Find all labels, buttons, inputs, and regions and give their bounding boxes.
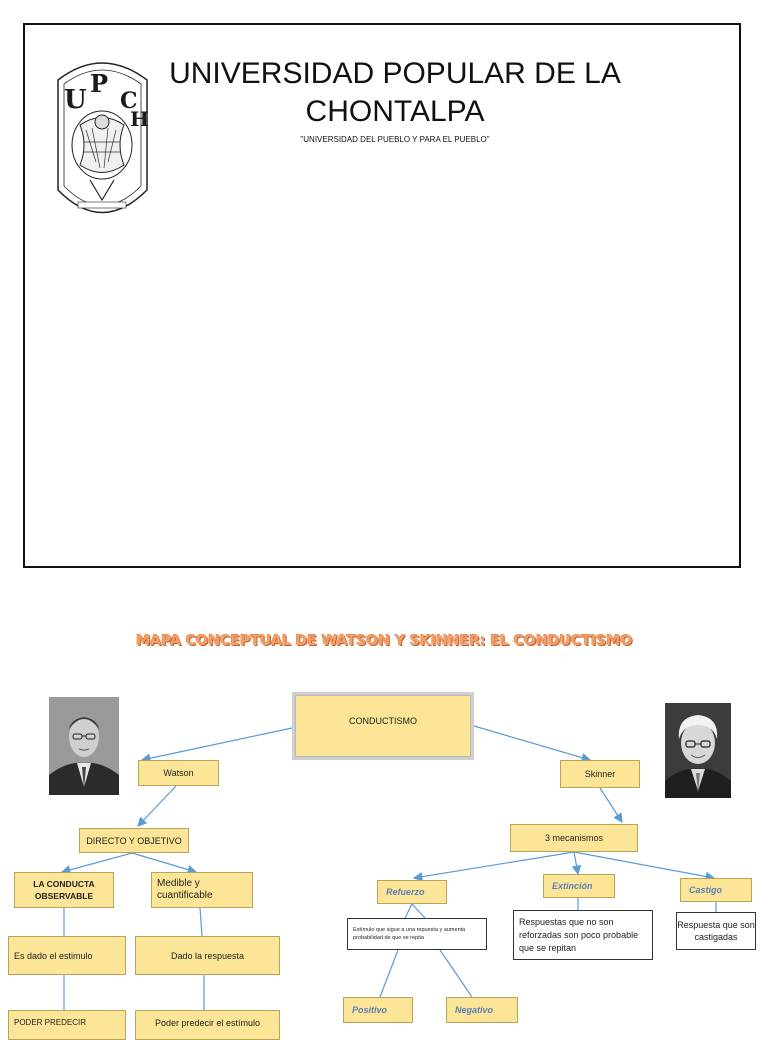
- seal-letter-p: P: [90, 69, 108, 98]
- link-watson-directo: [137, 785, 177, 827]
- concept-map-title: MAPA CONCEPTUAL DE WATSON Y SKINNER: EL …: [135, 633, 633, 649]
- node-extincion: Extinción: [543, 874, 615, 898]
- node-poder-predecir: PODER PREDECIR: [8, 1010, 126, 1040]
- node-watson: Watson: [138, 760, 219, 786]
- node-poder-predecir-estimulo: Poder predecir el estímulo: [135, 1010, 280, 1040]
- node-conductismo: CONDUCTISMO: [292, 692, 474, 760]
- link-def-negativo: [439, 949, 473, 998]
- seal-letter-u: U: [64, 85, 87, 115]
- university-title-line2: CHONTALPA: [305, 95, 485, 128]
- university-title-line1: UNIVERSIDAD POPULAR DE LA: [169, 57, 621, 90]
- university-title: UNIVERSIDAD POPULAR DE LA CHONTALPA: [155, 55, 635, 131]
- node-dado-respuesta: Dado la respuesta: [135, 936, 280, 975]
- link-refuerzo-def-right: [411, 903, 426, 919]
- node-castigo: Castigo: [680, 878, 752, 902]
- watson-portrait-photo: [49, 697, 119, 795]
- node-refuerzo-definicion: Estímulo que sigue a una repuesta y aume…: [347, 918, 487, 950]
- node-medible-cuantificable: Medible y cuantificable: [151, 872, 253, 908]
- link-directo-medible: [131, 852, 198, 875]
- link-skinner-mecanismos: [599, 787, 623, 824]
- node-dado-estimulo: Es dado el estimulo: [8, 936, 126, 975]
- link-directo-conducta: [60, 852, 133, 875]
- seal-letter-c: C: [120, 88, 138, 114]
- node-negativo: Negativo: [446, 997, 518, 1023]
- cover-page: U P C H UNIVERSIDAD POPULAR DE LA CHONTA…: [23, 23, 741, 568]
- node-directo-objetivo: DIRECTO Y OBJETIVO: [79, 828, 189, 853]
- node-extincion-definicion: Respuestas que no son reforzadas son poc…: [513, 910, 653, 960]
- link-root-watson: [140, 727, 293, 763]
- university-motto: "UNIVERSIDAD DEL PUEBLO Y PARA EL PUEBLO…: [300, 135, 490, 144]
- link-root-skinner: [473, 725, 592, 763]
- node-refuerzo: Refuerzo: [377, 880, 447, 904]
- node-skinner: Skinner: [560, 760, 640, 788]
- link-mecanismos-castigo: [573, 851, 716, 882]
- link-def-positivo: [379, 949, 399, 998]
- node-positivo: Positivo: [343, 997, 413, 1023]
- seal-letter-h: H: [130, 107, 149, 131]
- link-medible-respuesta: [199, 907, 203, 937]
- node-3-mecanismos: 3 mecanismos: [510, 824, 638, 852]
- link-mecanismos-extincion: [571, 851, 582, 876]
- university-seal-logo: U P C H: [57, 62, 149, 214]
- skinner-portrait-photo: [665, 703, 731, 798]
- node-castigo-definicion: Respuesta que son castigadas: [676, 912, 756, 950]
- node-conducta-observable: LA CONDUCTA OBSERVABLE: [14, 872, 114, 908]
- link-mecanismos-refuerzo: [412, 851, 575, 882]
- link-refuerzo-def-left: [404, 903, 413, 919]
